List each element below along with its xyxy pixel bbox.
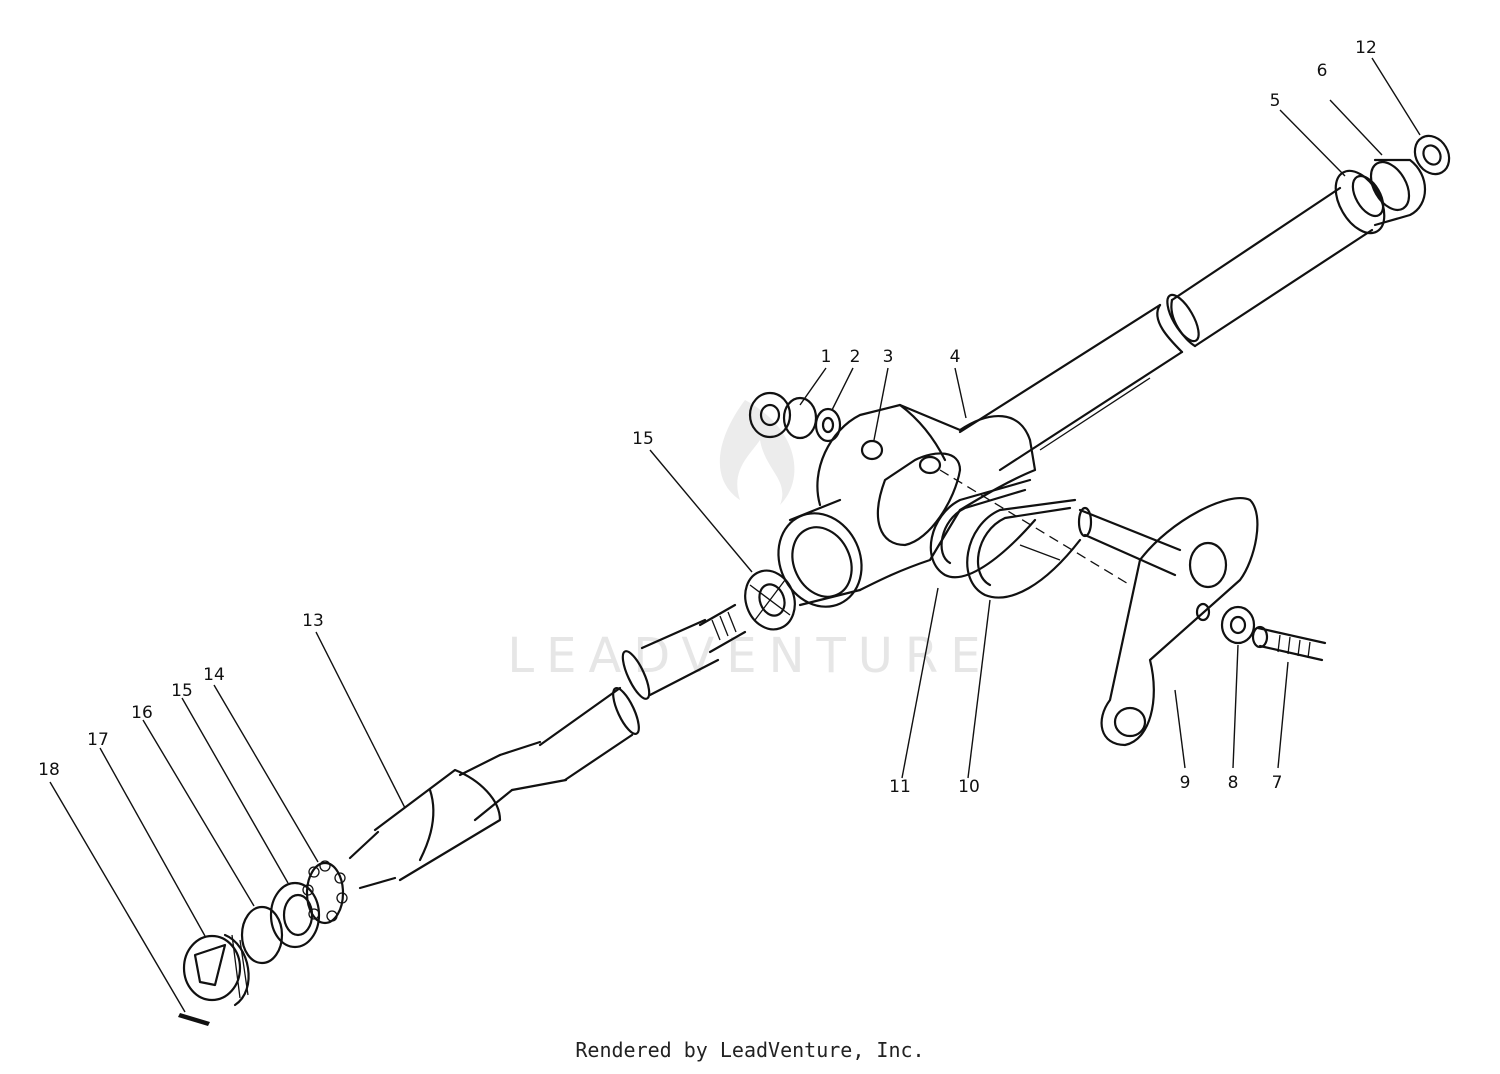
part-9-bracket (1077, 497, 1259, 747)
callout-8: 8 (1228, 773, 1239, 793)
callout-7: 7 (1272, 773, 1283, 793)
part-18-cotter-pin (178, 1013, 210, 1026)
part-11-shackle (929, 478, 1037, 579)
part-14-ball-retainer (302, 860, 348, 925)
part-7-bolt (1251, 625, 1327, 662)
watermark: LEADVENTURE (507, 400, 992, 684)
leader-lines (49, 57, 1421, 1013)
callout-13: 13 (302, 611, 324, 631)
callout-14: 14 (203, 665, 225, 685)
part-10-shackle (966, 498, 1082, 599)
part-1-nut (748, 391, 818, 440)
callout-6: 6 (1317, 61, 1328, 81)
callout-3: 3 (883, 347, 894, 367)
callout-9: 9 (1180, 773, 1191, 793)
callout-2: 2 (850, 347, 861, 367)
callout-4: 4 (950, 347, 961, 367)
central-housing (777, 403, 1037, 608)
part-15-bearing-cup-upper (744, 569, 796, 631)
callout-15-upper: 15 (632, 429, 654, 449)
watermark-flame-icon (719, 400, 795, 505)
part-12-nut (1413, 134, 1451, 176)
part-8-nut (1195, 602, 1256, 645)
callout-15-lower: 15 (171, 681, 193, 701)
part-4-cross-tube (958, 186, 1374, 472)
callout-17: 17 (87, 730, 109, 750)
part-16-washer (240, 905, 284, 965)
part-15-bearing-cup-lower (269, 881, 321, 949)
watermark-text: LEADVENTURE (507, 628, 992, 684)
part-6-collar (1369, 158, 1426, 227)
callout-1: 1 (821, 347, 832, 367)
footer-credit: Rendered by LeadVenture, Inc. (575, 1038, 925, 1062)
callout-11: 11 (889, 777, 911, 797)
callout-16: 16 (131, 703, 153, 723)
callouts: 1 2 3 4 5 6 7 8 9 10 11 12 13 14 15 15 1… (38, 38, 1377, 797)
part-2-washer (814, 407, 842, 443)
callout-5: 5 (1270, 91, 1281, 111)
callout-12: 12 (1355, 38, 1377, 58)
part-17-plug (182, 933, 250, 1007)
part-5-bearing (1334, 169, 1386, 235)
callout-18: 18 (38, 760, 60, 780)
callout-10: 10 (958, 777, 980, 797)
part-13-shaft (348, 603, 747, 890)
